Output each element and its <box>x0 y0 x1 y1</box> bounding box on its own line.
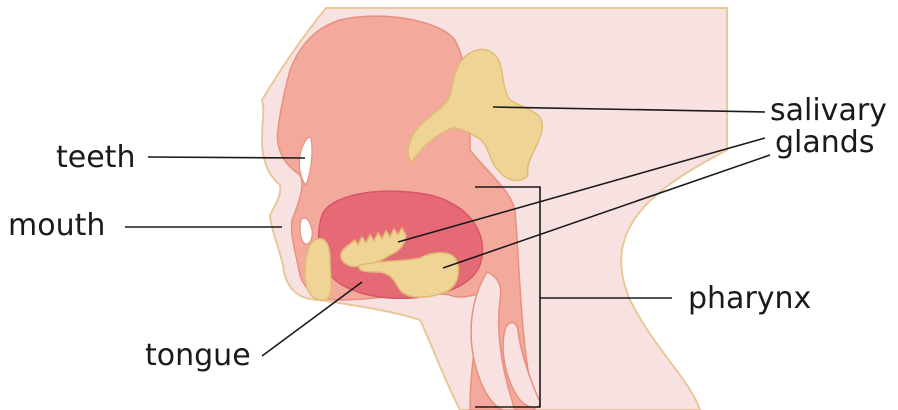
label-mouth: mouth <box>8 208 105 243</box>
label-salivary-line1: salivary <box>770 93 887 128</box>
jaw-bone <box>305 239 331 301</box>
label-tongue: tongue <box>145 338 251 373</box>
label-pharynx: pharynx <box>688 281 811 316</box>
label-teeth: teeth <box>56 140 135 175</box>
teeth-leader <box>148 157 305 158</box>
label-salivary-line2: glands <box>775 125 874 160</box>
